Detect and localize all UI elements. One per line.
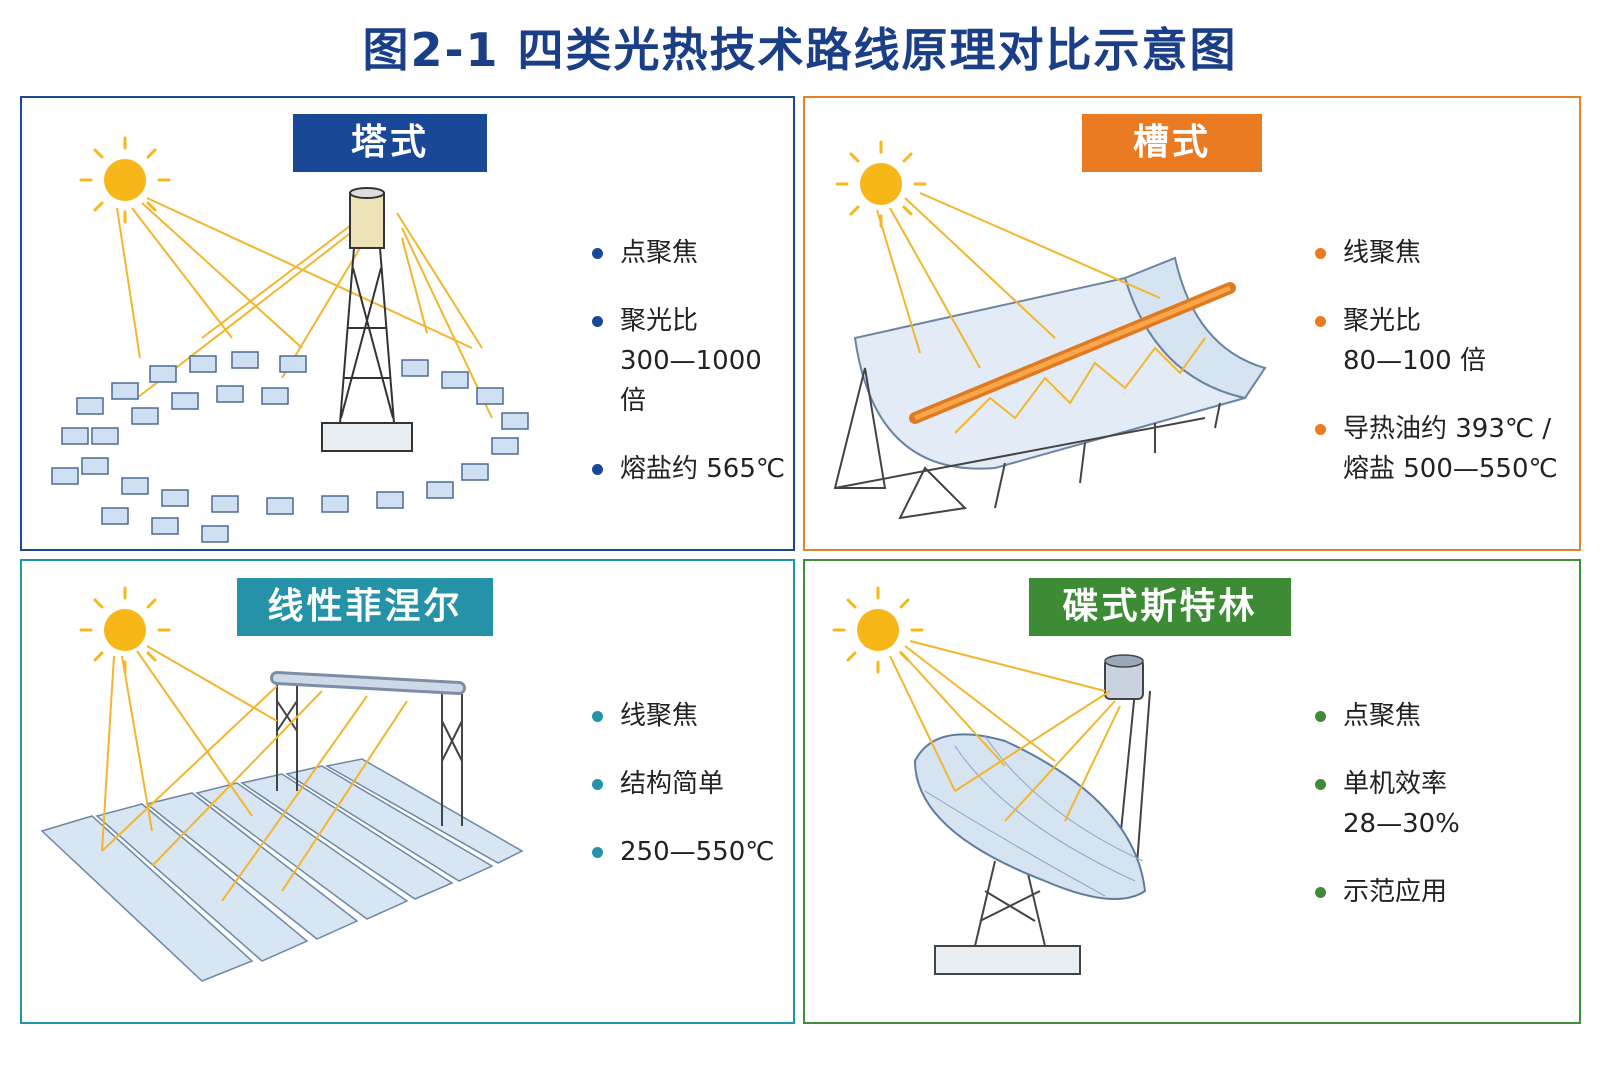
panel-fresnel: 线性菲涅尔 线聚焦 结构简单 250—550℃ xyxy=(20,559,795,1024)
bullet-dot xyxy=(592,248,603,259)
bullet-item: 单机效率 xyxy=(1315,764,1460,804)
bullet-dot xyxy=(592,779,603,790)
bullet-dot xyxy=(1315,779,1326,790)
tower-illustration xyxy=(51,136,529,543)
bullet-dot xyxy=(592,316,603,327)
bullet-dot xyxy=(1315,424,1326,435)
tower-label: 塔式 xyxy=(293,114,487,172)
bullet-dot xyxy=(592,847,603,858)
heliostat-icon xyxy=(51,351,529,543)
bullet-dot xyxy=(1315,248,1326,259)
sun-icon xyxy=(79,136,171,224)
fresnel-illustration xyxy=(40,586,524,982)
bullet-dot xyxy=(1315,711,1326,722)
bullet-dot xyxy=(1315,316,1326,327)
bullet-dot xyxy=(592,464,603,475)
bullet-item: 聚光比 xyxy=(1315,301,1558,341)
bullet-dot xyxy=(592,711,603,722)
dish-bullets: 点聚焦 单机效率 28—30% 示范应用 xyxy=(1315,696,1460,912)
bullet-item: 250—550℃ xyxy=(592,832,774,872)
trough-collector-icon xyxy=(833,256,1267,520)
trough-bullets: 线聚焦 聚光比 80—100 倍 导热油约 393℃ / 熔盐 500—550℃ xyxy=(1315,233,1558,489)
sun-icon xyxy=(79,586,171,674)
bullet-item: 点聚焦 xyxy=(1315,696,1460,736)
bullet-item-cont: 80—100 倍 xyxy=(1343,346,1486,376)
figure-title: 图2-1 四类光热技术路线原理对比示意图 xyxy=(362,23,1238,77)
panel-tower: 塔式 点聚焦 聚光比 300—1000 倍 熔盐约 565℃ xyxy=(20,96,795,551)
panel-dish: 碟式斯特林 点聚焦 单机效率 28—30% 示范应用 xyxy=(803,559,1581,1024)
bullet-item: 线聚焦 xyxy=(1315,233,1558,273)
dish-illustration xyxy=(832,586,1151,975)
bullet-item: 示范应用 xyxy=(1315,872,1460,912)
bullet-item-cont: 熔盐 500—550℃ xyxy=(1343,454,1558,484)
trough-label: 槽式 xyxy=(1082,114,1262,172)
dish-label: 碟式斯特林 xyxy=(1029,578,1291,636)
fresnel-collector-icon xyxy=(40,671,524,982)
bullet-item: 熔盐约 565℃ xyxy=(592,449,793,489)
sun-icon xyxy=(835,140,927,228)
bullet-item: 结构简单 xyxy=(592,764,774,804)
tower-icon xyxy=(321,187,413,452)
bullet-item-cont: 28—30% xyxy=(1343,809,1460,839)
trough-illustration xyxy=(833,140,1267,520)
tower-bullets: 点聚焦 聚光比 300—1000 倍 熔盐约 565℃ xyxy=(592,233,793,489)
fresnel-label: 线性菲涅尔 xyxy=(237,578,493,636)
panel-trough: 槽式 线聚焦 聚光比 80—100 倍 导热油约 393℃ / 熔盐 500—5… xyxy=(803,96,1581,551)
bullet-item: 线聚焦 xyxy=(592,696,774,736)
bullet-item-cont: 300—1000 倍 xyxy=(620,346,762,416)
fresnel-bullets: 线聚焦 结构简单 250—550℃ xyxy=(592,696,774,872)
bullet-item: 点聚焦 xyxy=(592,233,793,273)
bullet-item: 导热油约 393℃ / xyxy=(1315,409,1558,449)
bullet-item: 聚光比 xyxy=(592,301,793,341)
bullet-dot xyxy=(1315,887,1326,898)
dish-collector-icon xyxy=(913,654,1151,975)
